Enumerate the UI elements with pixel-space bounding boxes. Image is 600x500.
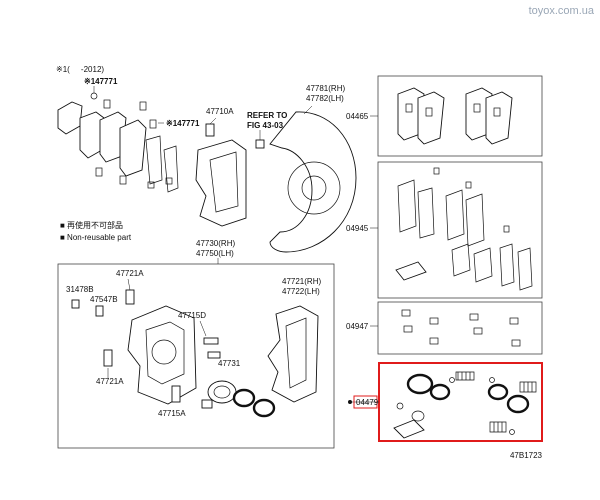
upper-pad-group [57, 86, 179, 193]
diagram-id: 47B1723 [510, 451, 543, 460]
label-47730: 47730(RH) [196, 239, 235, 248]
piston-and-seals [207, 380, 276, 418]
caliper-body [71, 289, 221, 409]
label-47710A: 47710A [206, 107, 234, 116]
label-04947: 04947 [346, 322, 369, 331]
label-47782: 47782(LH) [306, 94, 344, 103]
refer-to-line-1: REFER TO [247, 111, 287, 120]
caliper-half [267, 305, 319, 403]
watermark: toyox.com.ua [529, 5, 595, 17]
label-47722: 47722(LH) [282, 287, 320, 296]
label-47781: 47781(RH) [306, 84, 345, 93]
label-47731: 47731 [218, 359, 241, 368]
label-04465: 04465 [346, 112, 369, 121]
caliper-assembly-box [57, 263, 335, 449]
legend-item-2: ■ Non-reusable part [60, 233, 132, 242]
legend-item-1: ■ 再使用不可部品 [60, 220, 123, 230]
refer-to-line-2: FIG 43-03 [247, 121, 284, 130]
label-47721A-top: 47721A [116, 269, 144, 278]
box-04947 [377, 301, 543, 355]
label-31478B: 31478B [66, 285, 94, 294]
caliper-bracket [195, 117, 247, 227]
seal-kit-04479 [393, 371, 537, 439]
label-47715D: 47715D [178, 311, 206, 320]
label-47547B: 47547B [90, 295, 118, 304]
hardware-set-04947 [401, 309, 521, 347]
label-04945: 04945 [346, 224, 369, 233]
label-04479: 04479 [356, 398, 379, 407]
box-04945 [377, 161, 543, 299]
label-147771-b: ※147771 [166, 119, 200, 128]
disc-dust-shield [269, 105, 357, 253]
header-note: ※1( -2012) [56, 65, 104, 74]
label-147771-a: ※147771 [84, 77, 118, 86]
pad-set-04465 [397, 87, 513, 145]
label-04479-highlight [353, 395, 378, 409]
label-47715A: 47715A [158, 409, 186, 418]
shim-set-04945 [395, 167, 533, 291]
label-47721A-bot: 47721A [96, 377, 124, 386]
label-47721: 47721(RH) [282, 277, 321, 286]
label-47750: 47750(LH) [196, 249, 234, 258]
